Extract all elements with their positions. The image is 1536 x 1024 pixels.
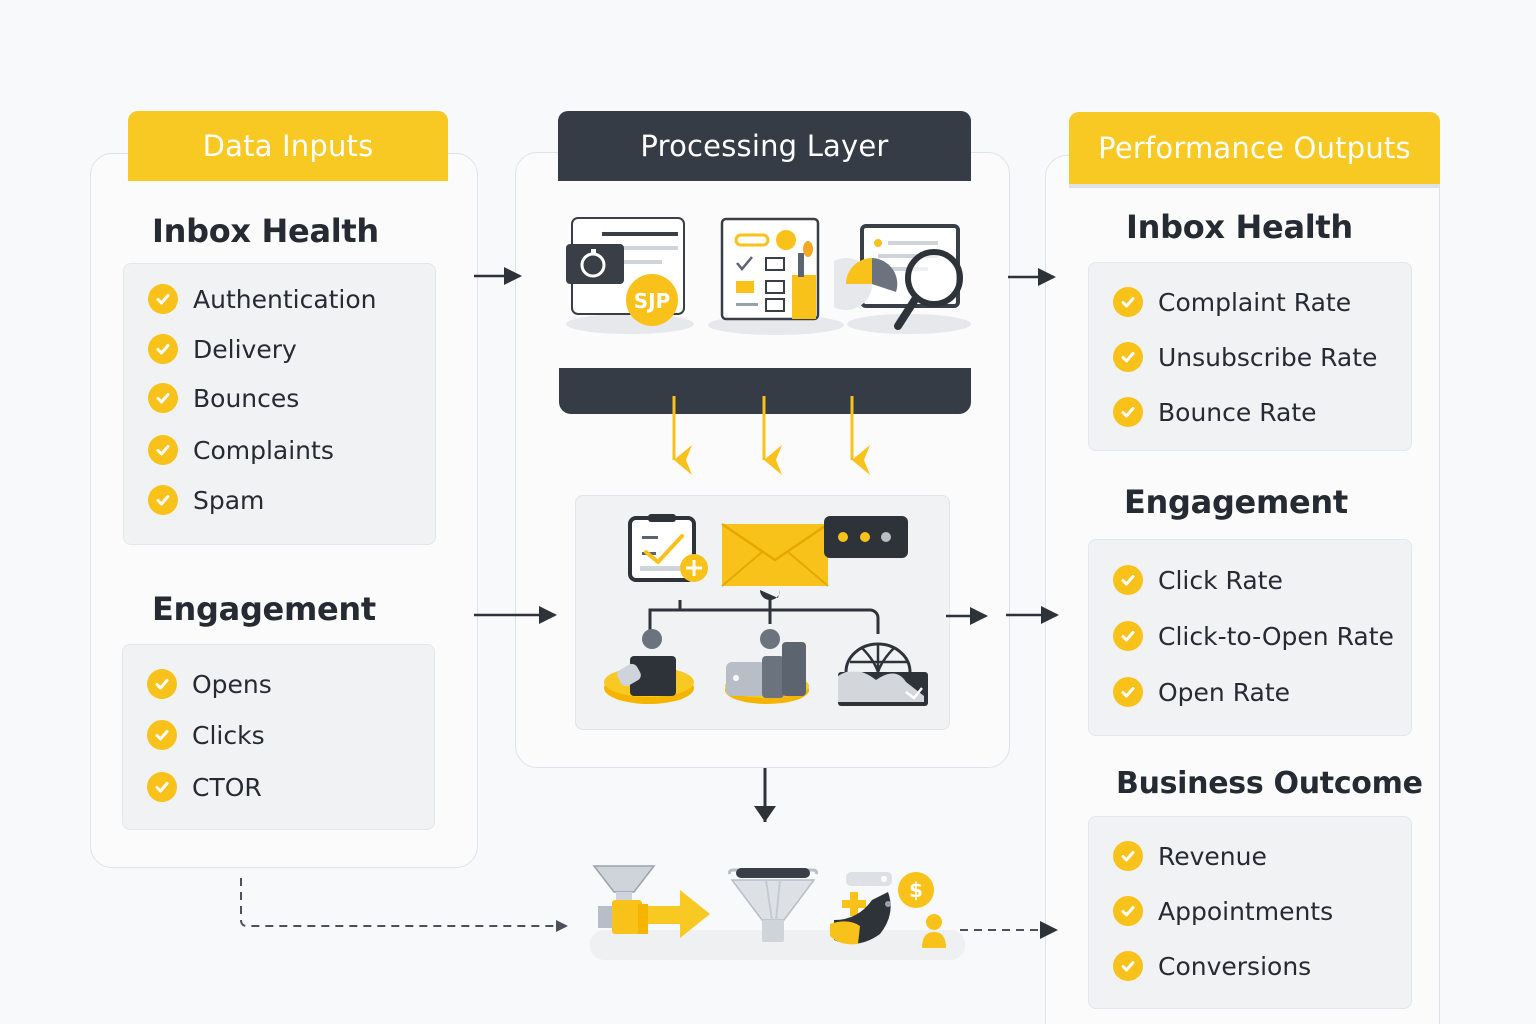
- item-label: Spam: [193, 485, 265, 515]
- list-item: Complaints: [148, 435, 334, 465]
- outputs-business-outcome-title: Business Outcome: [1116, 766, 1423, 801]
- check-icon: [1113, 342, 1143, 372]
- check-icon: [1113, 677, 1143, 707]
- processing-bar: [559, 368, 971, 414]
- inputs-engagement-title: Engagement: [152, 590, 376, 628]
- item-label: Open Rate: [1158, 677, 1291, 707]
- envelope-icon: [721, 522, 829, 587]
- item-label: Revenue: [1158, 841, 1267, 871]
- item-label: CTOR: [192, 772, 262, 802]
- item-label: Bounces: [193, 383, 300, 413]
- dashed-arrow-funnel-to-outputs: [960, 921, 1058, 939]
- check-icon: [1113, 951, 1143, 981]
- item-label: Clicks: [192, 720, 265, 750]
- clipboard-add-icon: [628, 514, 708, 582]
- item-label: Appointments: [1158, 896, 1334, 926]
- list-item: Revenue: [1113, 841, 1267, 871]
- list-item: Spam: [148, 485, 264, 515]
- outputs-engagement-list: Click Rate Click-to-Open Rate Open Rate: [1088, 539, 1412, 736]
- item-label: Authentication: [193, 284, 377, 314]
- check-icon: [1113, 621, 1143, 651]
- list-item: Bounce Rate: [1113, 397, 1317, 427]
- list-item: Open Rate: [1113, 677, 1290, 707]
- item-label: Complaints: [193, 435, 334, 465]
- funnel-icon: [728, 868, 818, 942]
- check-icon: [1113, 565, 1143, 595]
- performance-outputs-banner: Performance Outputs: [1069, 112, 1440, 184]
- list-item: Appointments: [1113, 896, 1333, 926]
- inputs-inbox-health-title: Inbox Health: [152, 212, 379, 250]
- item-label: Complaint Rate: [1158, 287, 1352, 317]
- item-label: Click Rate: [1158, 565, 1283, 595]
- funnel-pump-icon: [592, 865, 710, 938]
- segment-person-icon: [604, 629, 694, 704]
- check-icon: [1113, 397, 1143, 427]
- item-label: Unsubscribe Rate: [1158, 342, 1378, 372]
- outputs-engagement-title: Engagement: [1124, 483, 1348, 521]
- stopwatch-document-icon: SJP: [566, 217, 694, 334]
- check-icon: [147, 720, 177, 750]
- inputs-engagement-list: Opens Clicks CTOR: [122, 644, 435, 830]
- check-icon: [147, 669, 177, 699]
- svg-text:$: $: [909, 878, 923, 902]
- report-magnifier-icon: [834, 224, 971, 334]
- badge-text: SJP: [634, 289, 671, 313]
- segment-connector-lines: [648, 590, 880, 634]
- list-item: Complaint Rate: [1113, 287, 1351, 317]
- list-item: CTOR: [147, 772, 262, 802]
- segment-chart-icon: [725, 629, 809, 704]
- checklist-dashboard-icon: [708, 217, 844, 335]
- item-label: Conversions: [1158, 951, 1312, 981]
- check-icon: [148, 435, 178, 465]
- check-icon: [148, 334, 178, 364]
- list-item: Click-to-Open Rate: [1113, 621, 1394, 651]
- processing-layer-banner: Processing Layer: [558, 111, 971, 181]
- list-item: Unsubscribe Rate: [1113, 342, 1377, 372]
- check-icon: [148, 284, 178, 314]
- check-icon: [1113, 841, 1143, 871]
- check-icon: [1113, 287, 1143, 317]
- item-label: Delivery: [193, 334, 297, 364]
- data-inputs-banner: Data Inputs: [128, 111, 448, 181]
- dashed-arrow-inputs-to-funnel: [240, 878, 568, 932]
- check-icon: [147, 772, 177, 802]
- item-label: Opens: [192, 669, 272, 699]
- chat-dots-icon: [824, 516, 908, 558]
- list-item: Bounces: [148, 383, 299, 413]
- inputs-inbox-health-list: Authentication Delivery Bounces Complain…: [123, 263, 436, 545]
- list-item: Delivery: [148, 334, 297, 364]
- list-item: Conversions: [1113, 951, 1311, 981]
- list-item: Click Rate: [1113, 565, 1283, 595]
- item-label: Bounce Rate: [1158, 397, 1317, 427]
- item-label: Click-to-Open Rate: [1158, 621, 1394, 651]
- list-item: Opens: [147, 669, 272, 699]
- segment-globe-icon: [838, 642, 928, 706]
- check-icon: [148, 383, 178, 413]
- check-icon: [1113, 896, 1143, 926]
- outputs-inbox-health-list: Complaint Rate Unsubscribe Rate Bounce R…: [1088, 262, 1412, 451]
- outputs-inbox-health-title: Inbox Health: [1126, 208, 1353, 246]
- check-icon: [148, 485, 178, 515]
- banner-shadow: [1069, 184, 1440, 188]
- conversion-dollar-icon: $: [830, 872, 946, 948]
- list-item: Clicks: [147, 720, 265, 750]
- list-item: Authentication: [148, 284, 377, 314]
- outputs-business-outcome-list: Revenue Appointments Conversions: [1088, 816, 1412, 1009]
